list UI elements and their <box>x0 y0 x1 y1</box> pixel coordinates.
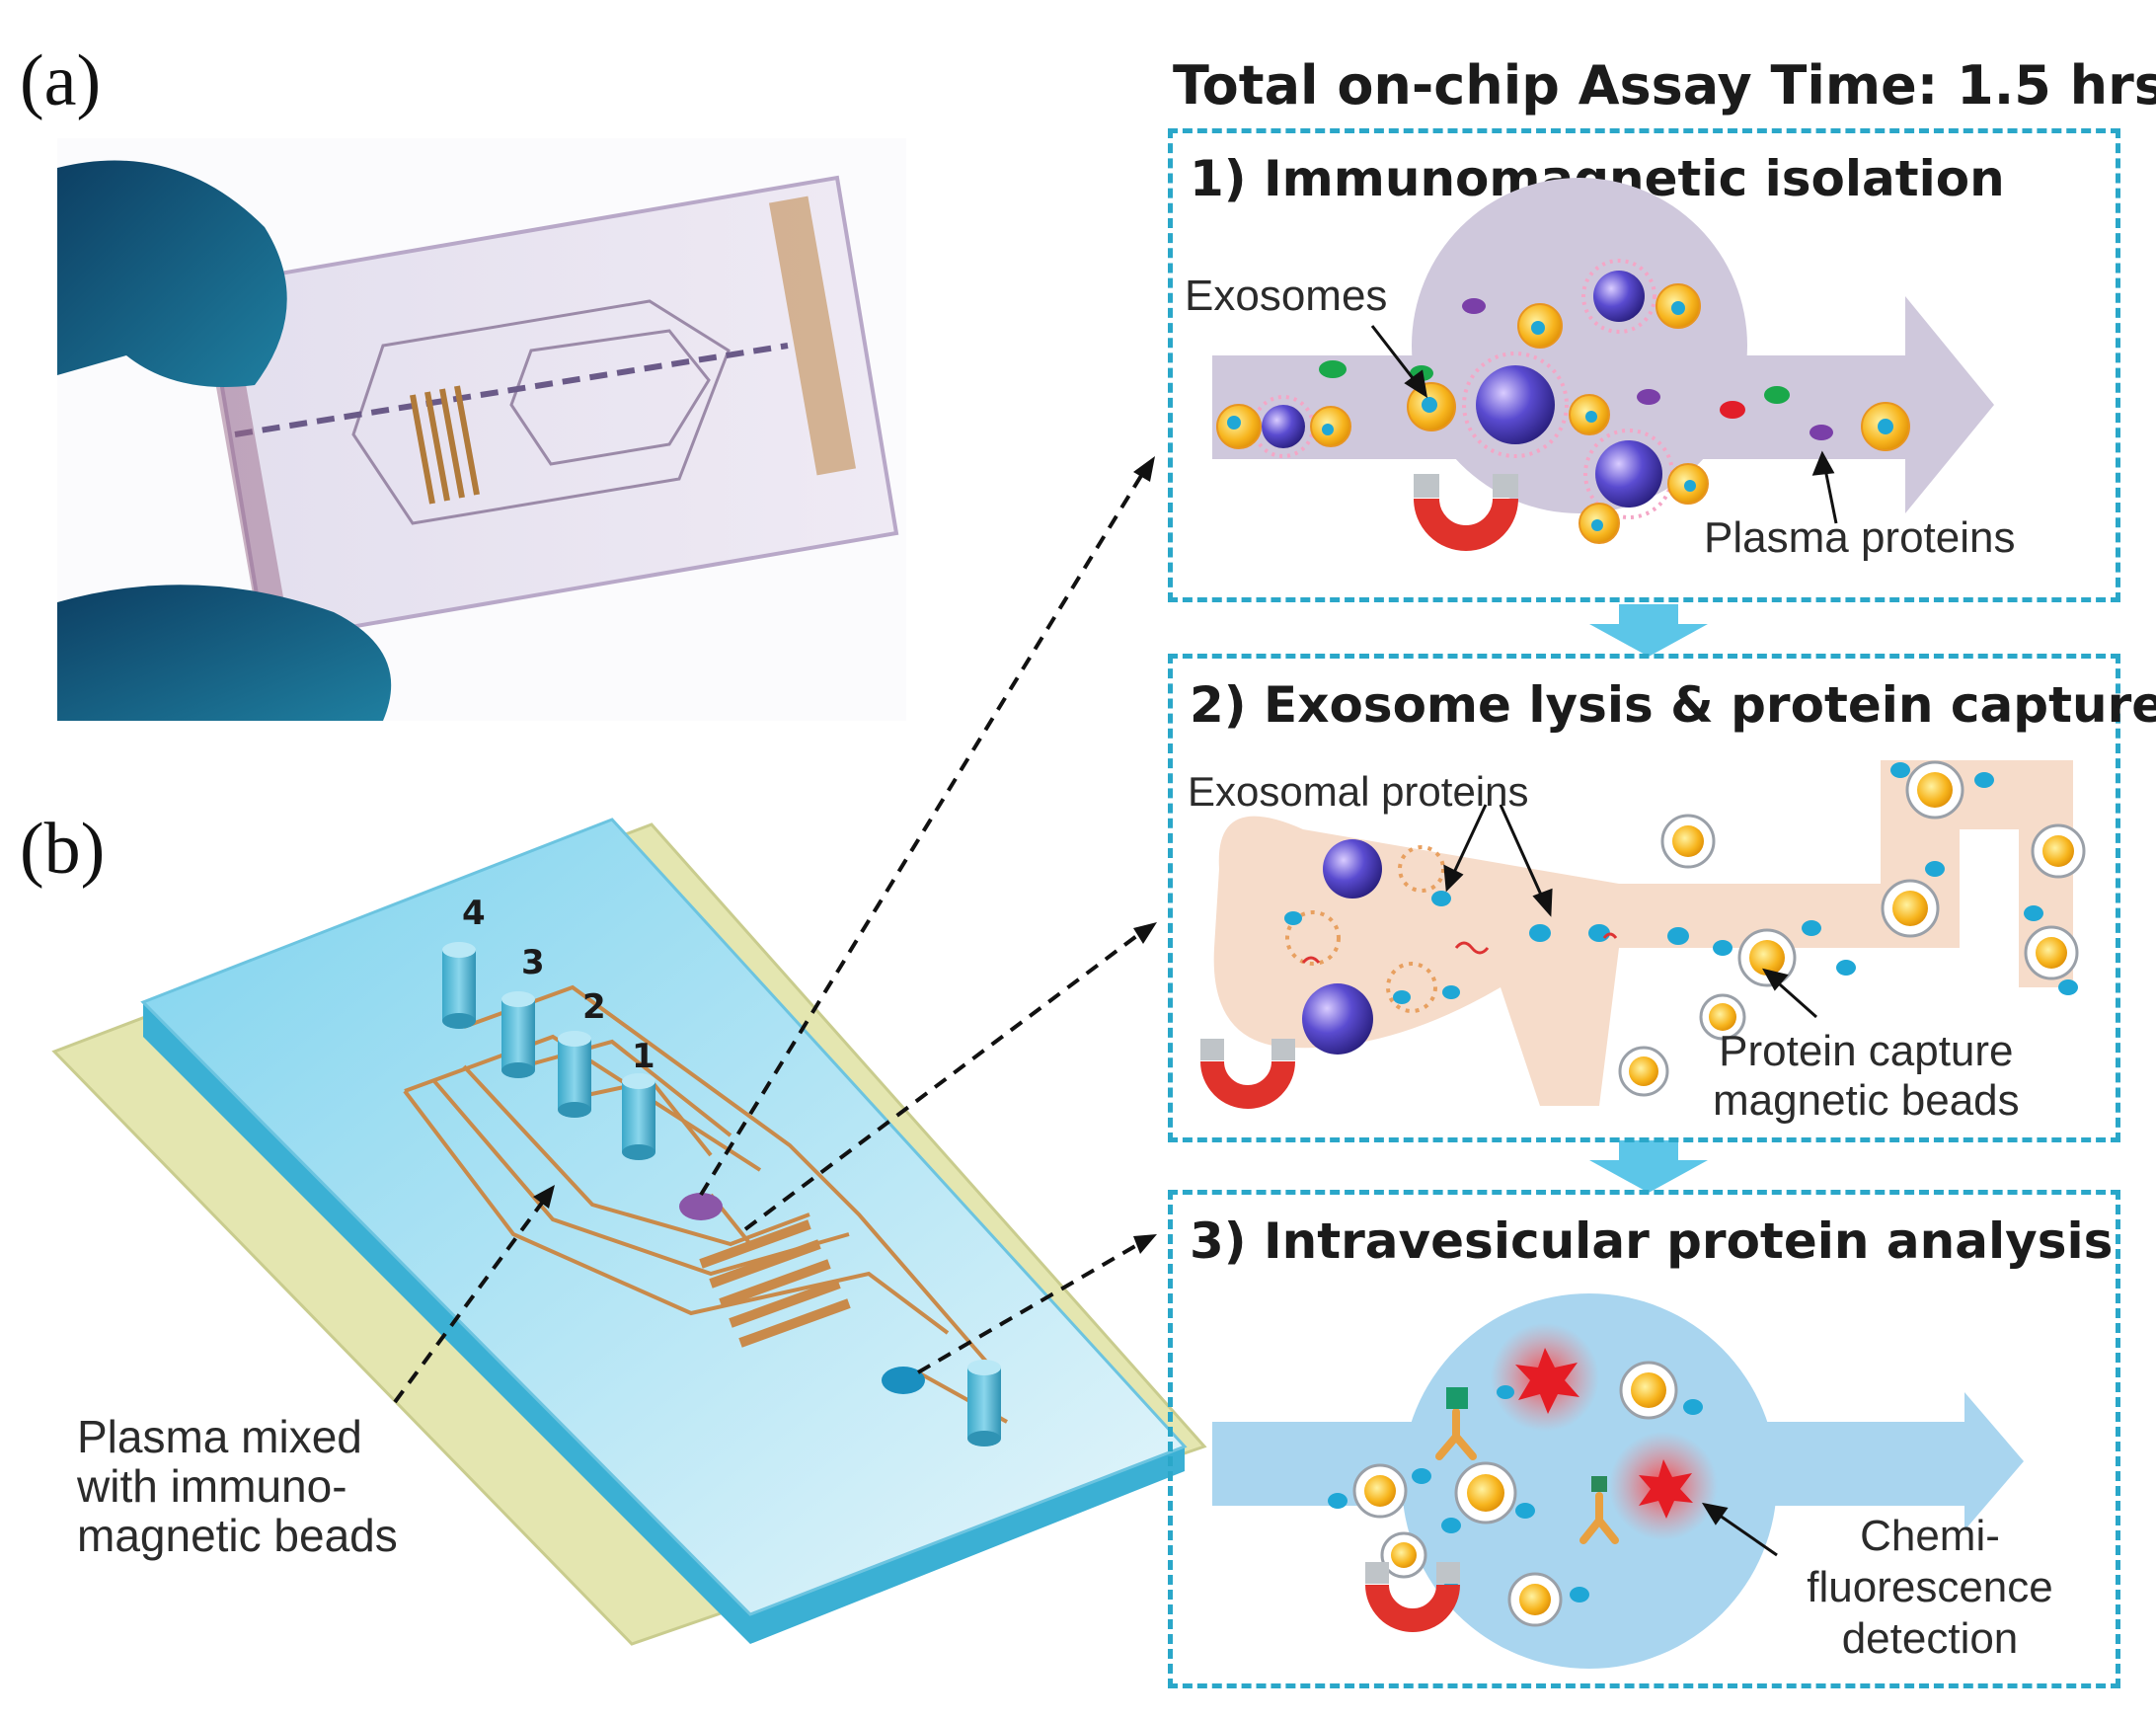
step-3-heading: 3) Intravesicular protein analysis <box>1190 1212 2114 1270</box>
magnet-icon <box>1414 474 1518 551</box>
step-1-box <box>1168 128 2120 602</box>
exosomal-proteins-label: Exosomal proteins <box>1188 768 1529 815</box>
step-2-box <box>1168 654 2120 1142</box>
chip-caption-line: with immuno- <box>77 1460 347 1512</box>
chemifluorescence-label: Chemi- fluorescence detection <box>1772 1511 2088 1665</box>
chip-ports <box>442 942 1001 1446</box>
panel-label-a: (a) <box>20 40 102 121</box>
protein-capture-line: Protein capture <box>1719 1027 2014 1075</box>
protein-capture-label: Protein capture magnetic beads <box>1713 1027 2020 1126</box>
port-label-3: 3 <box>521 943 545 982</box>
assay-time-title: Total on-chip Assay Time: 1.5 hrs <box>1173 54 2156 117</box>
step-3-box <box>1168 1190 2120 1688</box>
chip-photo-drawing <box>57 138 906 721</box>
chip-caption: Plasma mixed with immuno- magnetic beads <box>77 1412 398 1560</box>
magnet-icon <box>1200 1039 1295 1109</box>
step-2-heading: 2) Exosome lysis & protein capture <box>1190 676 2156 734</box>
chemifluorescence-line: Chemi- <box>1860 1512 2000 1560</box>
protein-capture-line: magnetic beads <box>1713 1076 2020 1125</box>
port-label-1: 1 <box>632 1037 655 1076</box>
exosomes-label: Exosomes <box>1185 272 1388 320</box>
chemifluorescence-line: detection <box>1841 1614 2019 1663</box>
panel-label-b: (b) <box>20 809 106 890</box>
port-label-4: 4 <box>462 894 486 933</box>
magnet-icon <box>1365 1562 1460 1632</box>
plasma-proteins-label: Plasma proteins <box>1704 513 2016 562</box>
chip-photo <box>57 138 906 721</box>
chemifluorescence-line: fluorescence <box>1807 1563 2053 1611</box>
chip-caption-line: magnetic beads <box>77 1510 398 1561</box>
chip-caption-line: Plasma mixed <box>77 1411 362 1462</box>
port-label-2: 2 <box>582 987 606 1027</box>
